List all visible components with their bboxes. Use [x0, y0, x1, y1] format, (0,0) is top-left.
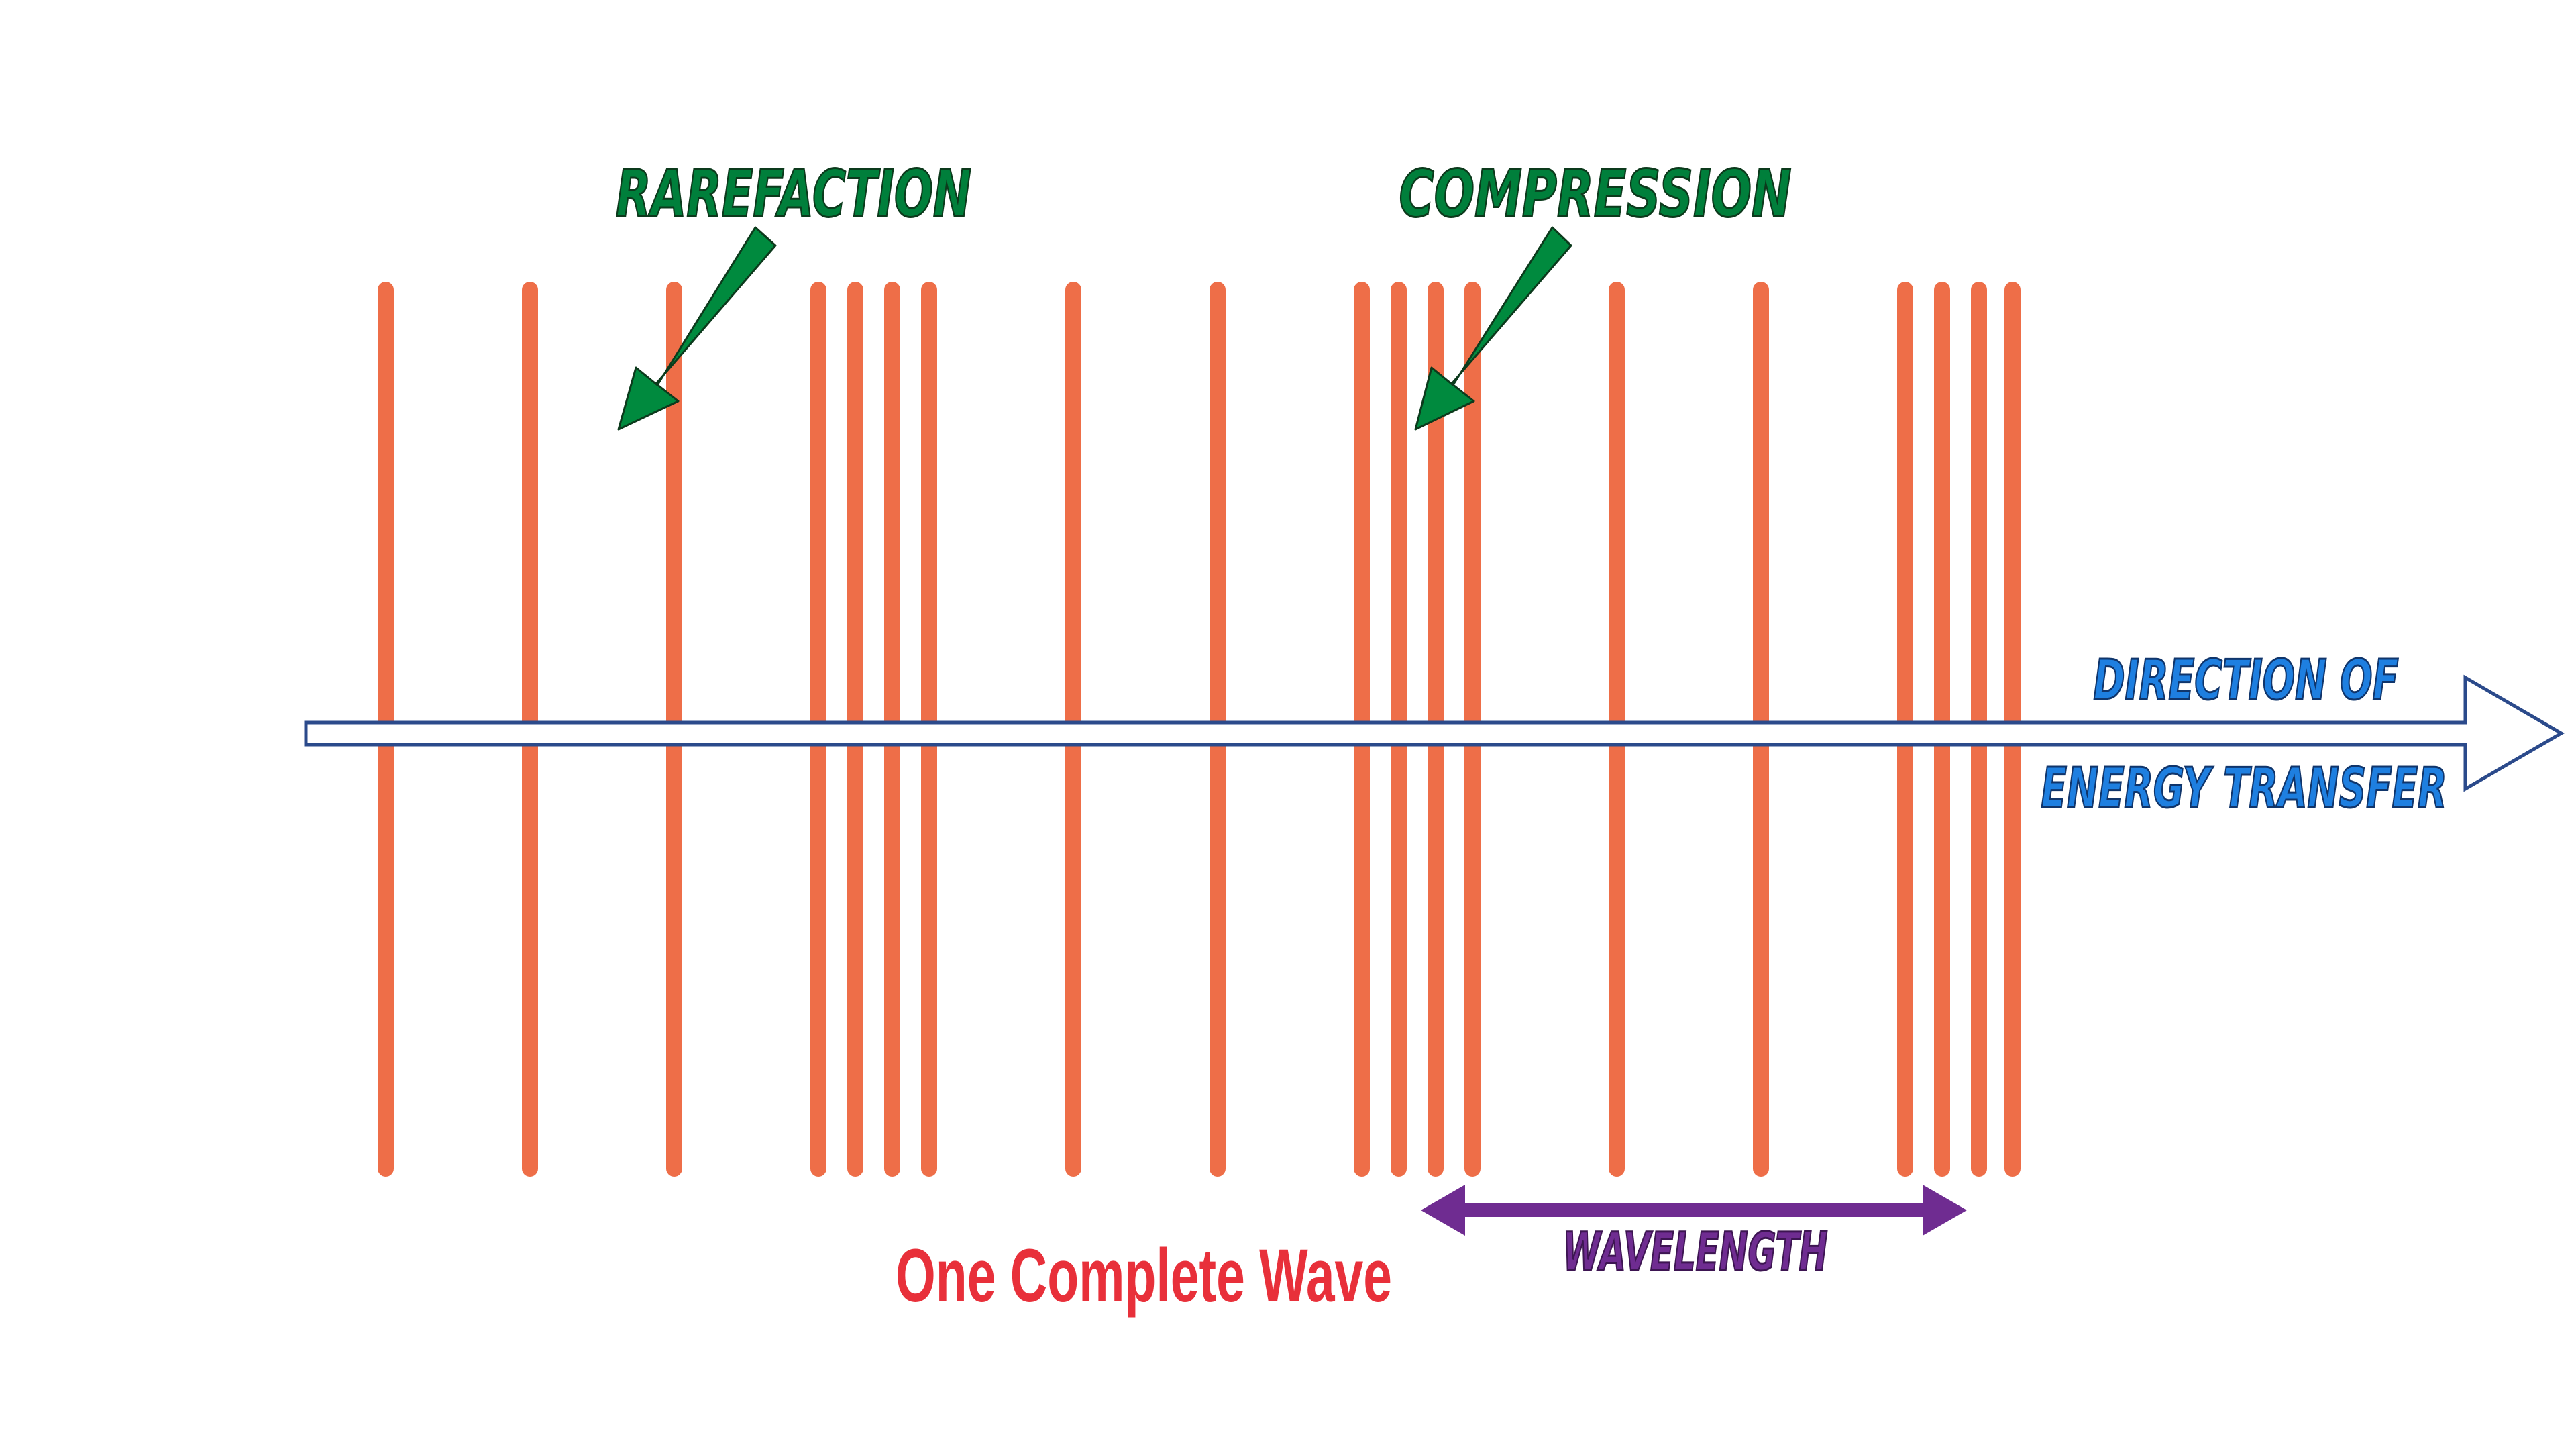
compression-label: COMPRESSION — [1399, 156, 1792, 231]
compression-pointer-arrow — [1414, 226, 1572, 431]
direction-label-line2: ENERGY TRANSFER — [2041, 757, 2447, 820]
wavelength-arrow — [1421, 1185, 1967, 1236]
wavelength-label: WAVELENGTH — [1563, 1222, 1828, 1283]
rarefaction-label: RAREFACTION — [616, 156, 971, 231]
rarefaction-pointer-arrow — [617, 226, 777, 431]
one-complete-wave-label: One Complete Wave — [896, 1234, 1392, 1318]
direction-label-line1: DIRECTION OF — [2094, 649, 2399, 712]
energy-transfer-arrow — [304, 674, 2565, 792]
